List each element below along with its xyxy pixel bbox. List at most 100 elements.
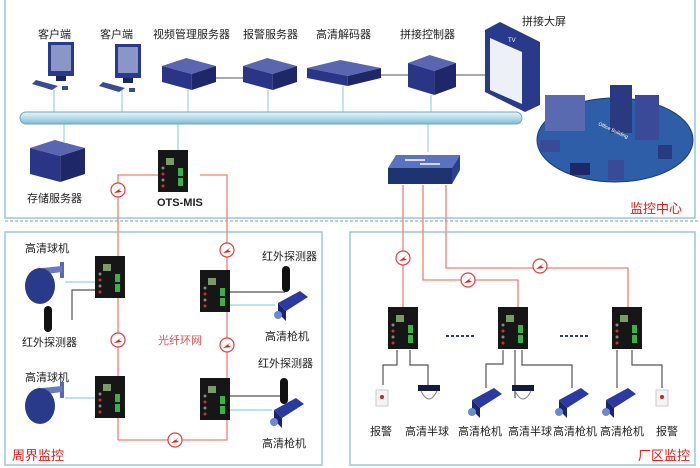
label-ir-1: 红外探测器 — [22, 336, 77, 349]
label-plant-device: 报警 — [370, 425, 392, 438]
switch-port — [615, 323, 619, 327]
label-video-server: 视频管理服务器 — [153, 28, 230, 41]
label-plant-device: 高清半球 — [405, 425, 449, 438]
ir-detector-2 — [282, 266, 290, 292]
fiber-ring-left — [117, 174, 158, 440]
box-top — [30, 140, 85, 156]
fiber-connector-icon — [532, 258, 548, 274]
mini-video-wall — [545, 95, 585, 131]
switch-port — [391, 323, 395, 327]
gun-body — [472, 388, 502, 408]
fiber-connector-icon — [167, 432, 183, 448]
alarm-button — [655, 389, 669, 407]
gun-body — [606, 388, 636, 408]
monitor-screen — [51, 45, 71, 71]
alarm-button — [375, 389, 389, 407]
switch-top — [388, 155, 460, 168]
tv-screen — [490, 38, 522, 104]
label-storage-server: 存储服务器 — [27, 192, 82, 205]
keyboard — [32, 80, 58, 90]
box-top — [408, 55, 456, 71]
switch-port — [98, 398, 102, 402]
switch-port — [98, 284, 102, 288]
client-computer-1 — [32, 42, 74, 90]
box-top — [243, 58, 297, 74]
ring-switch-2 — [95, 376, 125, 418]
ellipsis-dot — [570, 335, 573, 337]
switch-display — [103, 384, 111, 391]
switch-port — [615, 335, 619, 339]
switch-terminal — [178, 178, 183, 186]
mini-server — [570, 163, 590, 175]
mini-storage — [608, 160, 624, 180]
switch-port — [501, 335, 505, 339]
switch-port — [501, 329, 505, 333]
ots-mis-core-switch — [158, 150, 188, 192]
switch-terminal — [408, 335, 413, 343]
switch-port — [203, 406, 207, 410]
switch-port — [98, 290, 102, 294]
switch-port — [203, 298, 207, 302]
tower-1 — [610, 85, 632, 133]
ir-detector-3 — [280, 378, 288, 404]
storage-server — [30, 140, 85, 182]
gun-lens — [555, 408, 563, 416]
label-plant-device: 高清枪机 — [600, 425, 644, 438]
network-bus — [19, 111, 523, 125]
switch-terminal — [220, 396, 225, 404]
switch-port — [98, 272, 102, 276]
switch-port — [161, 166, 165, 170]
ellipsis-dot — [471, 335, 474, 337]
fiber-bolt — [399, 255, 407, 261]
switch-terminal — [220, 288, 225, 296]
switch-port — [615, 329, 619, 333]
fiber-bolt — [223, 247, 231, 253]
box-side — [272, 66, 297, 90]
switch-port — [203, 292, 207, 296]
label-plant-device: 报警 — [656, 425, 678, 438]
label-gun-2: 高清枪机 — [262, 437, 306, 450]
switch-terminal — [115, 404, 120, 412]
mini-monitor — [658, 145, 672, 159]
switch-port — [615, 341, 619, 345]
box-side — [347, 68, 381, 86]
switch-port — [98, 392, 102, 396]
ring-switch-4 — [200, 378, 230, 420]
switch-display — [208, 278, 216, 285]
switch-terminal — [408, 325, 413, 333]
panel-plant — [349, 231, 696, 466]
switch-display — [506, 315, 514, 322]
switch-port — [501, 341, 505, 345]
video-wall-screen: TV — [485, 22, 540, 112]
box-front — [30, 148, 61, 182]
fiber-bolt — [223, 342, 231, 348]
switch-port — [203, 304, 207, 308]
ellipsis-dot — [560, 335, 563, 337]
ir-detector-1 — [44, 306, 52, 332]
label-client-1: 客户端 — [38, 28, 71, 41]
switch-port — [203, 286, 207, 290]
fiber-connector-icon — [110, 332, 126, 348]
mini-switch — [540, 140, 560, 152]
ellipsis-dot — [451, 335, 454, 337]
fiber-bolt — [171, 437, 179, 443]
box-top — [307, 60, 381, 76]
switch-port — [98, 404, 102, 408]
monitor-screen — [118, 47, 138, 73]
switch-port — [203, 394, 207, 398]
ring-switch-1 — [95, 256, 125, 298]
fiber-connector-icon — [219, 242, 235, 258]
switch-side — [452, 155, 460, 184]
dome-body — [25, 388, 55, 424]
title-monitoring-center: 监控中心 — [630, 202, 683, 217]
switch-terminal — [518, 335, 523, 343]
fiber-connector-icon — [460, 272, 476, 288]
switch-port — [161, 178, 165, 182]
switch-display — [208, 386, 216, 393]
switch-terminal — [518, 325, 523, 333]
switch-terminal — [220, 406, 225, 414]
switch-port — [161, 184, 165, 188]
gun-front — [278, 303, 286, 321]
plant-switch-1 — [388, 307, 418, 349]
alarm-dot — [660, 395, 664, 399]
